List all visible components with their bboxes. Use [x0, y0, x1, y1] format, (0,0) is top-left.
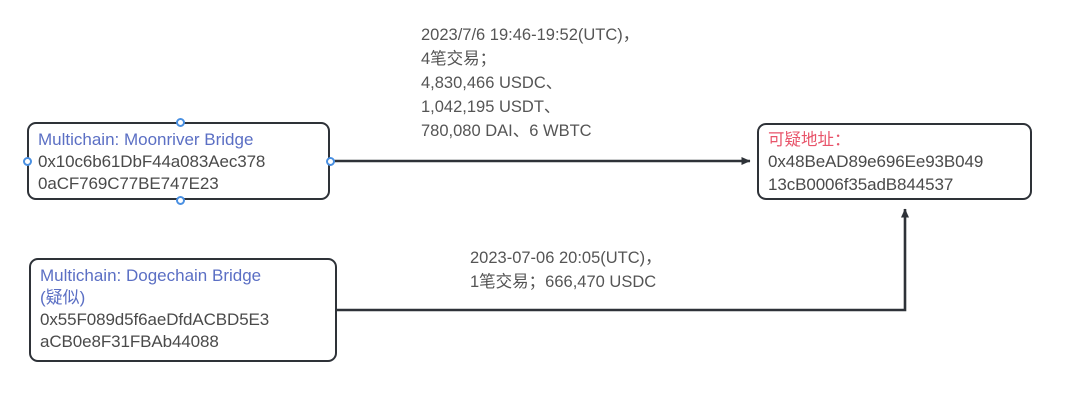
node-suspect-title: 可疑地址：: [768, 131, 851, 149]
node-dogechain-address-line2: aCB0e8F31FBAb44088: [40, 332, 219, 352]
handle-moonriver-top[interactable]: [175, 117, 185, 127]
node-suspect-address-line2: 13cB0006f35adB844537: [768, 174, 954, 194]
edge-label-top-line3: 4,830,466 USDC、: [421, 73, 563, 92]
node-moonriver-title: Multichain: Moonriver Bridge: [38, 130, 254, 149]
node-dogechain-title-sub: (疑似): [40, 288, 86, 308]
node-suspect-address-line1: 0x48BeAD89e696Ee93B049: [768, 152, 984, 172]
handle-moonriver-bottom[interactable]: [175, 195, 185, 205]
handle-moonriver-left[interactable]: [22, 156, 32, 166]
edge-label-moonriver-to-suspect: 2023/7/6 19:46-19:52(UTC)， 4笔交易； 4,830,4…: [421, 24, 639, 144]
node-moonriver-bridge[interactable]: Multichain: Moonriver Bridge 0x10c6b61Db…: [27, 122, 330, 200]
edge-label-bottom-line1: 2023-07-06 20:05(UTC)，: [470, 249, 662, 267]
node-suspicious-address[interactable]: 可疑地址： 0x48BeAD89e696Ee93B049 13cB0006f35…: [757, 123, 1032, 200]
node-dogechain-bridge[interactable]: Multichain: Dogechain Bridge (疑似) 0x55F0…: [29, 258, 337, 362]
node-dogechain-address-line1: 0x55F089d5f6aeDfdACBD5E3: [40, 310, 270, 330]
edge-label-top-line4: 1,042,195 USDT、: [421, 97, 561, 116]
edge-label-top-line2: 4笔交易；: [421, 49, 497, 68]
edge-label-top-line1: 2023/7/6 19:46-19:52(UTC)，: [421, 26, 640, 44]
node-moonriver-address-line2: 0aCF769C77BE747E23: [38, 174, 219, 194]
edge-label-bottom-line2: 1笔交易；666,470 USDC: [470, 272, 657, 291]
edge-label-top-line5: 780,080 DAI、6 WBTC: [421, 121, 592, 140]
edge-label-dogechain-to-suspect: 2023-07-06 20:05(UTC)， 1笔交易；666,470 USDC: [470, 247, 662, 295]
node-moonriver-address-line1: 0x10c6b61DbF44a083Aec378: [38, 152, 266, 172]
handle-moonriver-right[interactable]: [325, 156, 335, 166]
node-dogechain-title: Multichain: Dogechain Bridge: [40, 266, 262, 285]
